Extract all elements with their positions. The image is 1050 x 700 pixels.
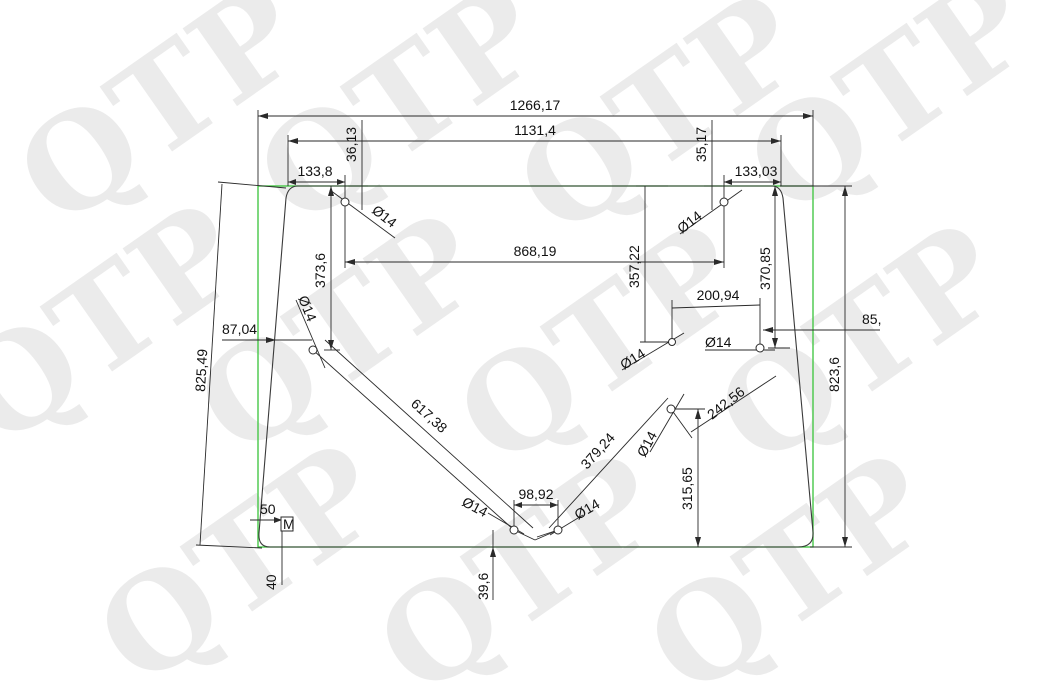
dim-corner: 50 40 M <box>250 501 295 590</box>
dim-inner-width: 1131,4 <box>287 122 782 186</box>
dim-left-offset: 36,13 <box>343 120 368 210</box>
dim-label: 823,6 <box>826 357 842 392</box>
dim-right-85: 85, <box>763 311 881 333</box>
corner-mark-box <box>280 516 294 532</box>
dim-label: 868,19 <box>514 243 557 259</box>
dim-label: 39,6 <box>475 573 491 600</box>
dim-label: 825,49 <box>192 348 210 392</box>
dim-width-200: 200,94 <box>671 287 761 348</box>
dim-right-height: 823,6 <box>780 185 852 548</box>
dim-height-315: 315,65 <box>670 408 705 547</box>
dim-right-357: 357,22 <box>626 185 672 343</box>
dim-left-87: 87,04 <box>222 321 312 343</box>
dim-label: 87,04 <box>222 321 257 337</box>
dim-left-133: 133,8 <box>288 163 346 200</box>
dim-label: 133,8 <box>297 163 332 179</box>
dim-label: 85, <box>862 311 881 327</box>
dim-hole-spacing: 868,19 <box>344 202 725 268</box>
hole-mid-right-outer: Ø14 <box>705 334 775 353</box>
dim-overall-width: 1266,17 <box>257 97 814 186</box>
dim-label: 370,85 <box>757 247 773 290</box>
corner-mark: M <box>283 516 295 532</box>
dim-label: 133,03 <box>735 163 778 179</box>
dim-label: 315,65 <box>679 467 695 510</box>
dim-label: 617,38 <box>408 395 451 436</box>
dim-label: 357,22 <box>626 245 642 288</box>
dim-bottom-39: 39,6 <box>475 530 496 600</box>
dim-right-133: 133,03 <box>723 163 781 200</box>
dim-label: 36,13 <box>343 127 359 162</box>
dim-left-height: 825,49 <box>192 181 287 549</box>
dim-label: 200,94 <box>697 287 740 303</box>
dim-label: 40 <box>263 574 279 590</box>
dim-label: 1131,4 <box>514 122 556 138</box>
dim-label: 1266,17 <box>510 97 561 113</box>
glass-outline <box>258 185 814 548</box>
dim-bottom-98: 98,92 <box>513 486 559 541</box>
hole-label: Ø14 <box>634 428 661 459</box>
hole-label: Ø14 <box>705 334 732 350</box>
dim-right-offset: 35,17 <box>693 120 722 210</box>
dim-label: 50 <box>260 501 276 517</box>
dim-label: 35,17 <box>693 127 709 162</box>
dim-right-370: 370,85 <box>757 186 790 349</box>
dim-label: 98,92 <box>518 486 553 502</box>
dim-label: 373,6 <box>312 253 328 288</box>
